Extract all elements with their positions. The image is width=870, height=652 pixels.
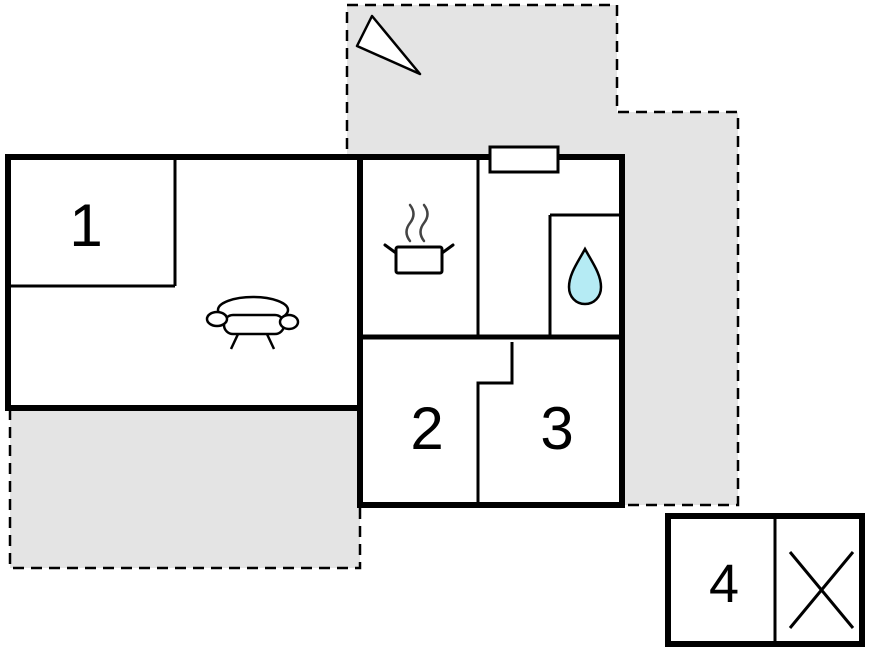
pot-body [394, 245, 444, 275]
room-3-label: 3 [540, 395, 573, 462]
building-annex [665, 513, 865, 647]
window-cross-icon [788, 551, 855, 629]
interior-walls [11, 160, 619, 502]
room-4-label: 4 [709, 554, 739, 614]
terrace-bottom-left [8, 406, 362, 570]
room1-partition-wall [11, 160, 177, 288]
sofa-armrest-right [278, 313, 300, 331]
steam-lines [405, 203, 429, 243]
building-right-block [357, 154, 625, 508]
window-vent-icon [488, 145, 560, 174]
room-2-label: 2 [410, 395, 443, 462]
room-1-label: 1 [69, 192, 102, 259]
bathroom-walls [548, 213, 619, 337]
building-left-block [5, 154, 363, 411]
water-drop-icon [567, 246, 603, 306]
room2-room3-divider [476, 342, 514, 502]
north-arrow-icon [355, 14, 422, 76]
sofa-icon [205, 295, 300, 350]
sofa-armrest-left [205, 310, 229, 328]
sofa-seat [222, 313, 286, 336]
stove-steam-icon [383, 203, 455, 275]
pot-handles [383, 243, 455, 255]
